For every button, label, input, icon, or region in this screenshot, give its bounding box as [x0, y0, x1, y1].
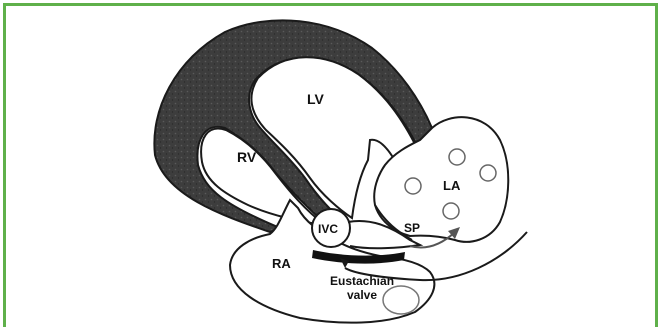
label-valve: valve — [347, 288, 377, 302]
label-eustachian: Eustachian — [330, 274, 394, 288]
label-sp: SP — [404, 221, 420, 235]
coronary-sinus-ostium — [383, 286, 419, 314]
pulmonary-vein-1 — [449, 149, 465, 165]
label-ivc: IVC — [318, 222, 338, 236]
label-lv: LV — [307, 91, 325, 107]
label-la: LA — [443, 178, 461, 193]
label-rv: RV — [237, 149, 257, 165]
pulmonary-vein-2 — [405, 178, 421, 194]
pulmonary-vein-4 — [443, 203, 459, 219]
pulmonary-vein-3 — [480, 165, 496, 181]
label-ra: RA — [272, 256, 291, 271]
